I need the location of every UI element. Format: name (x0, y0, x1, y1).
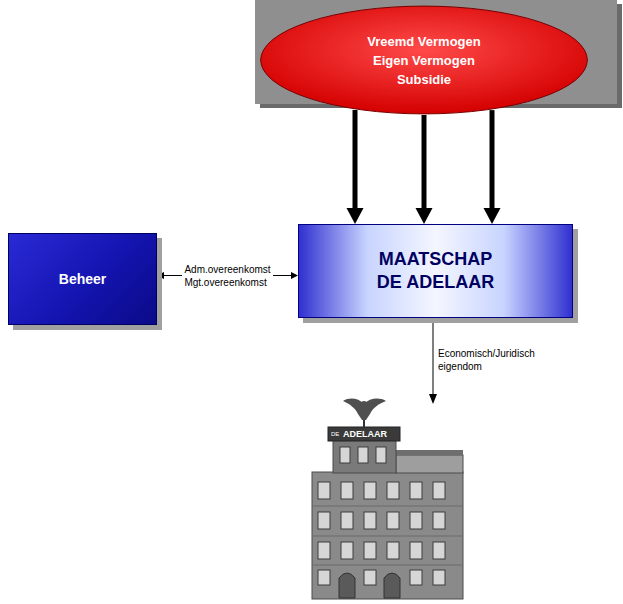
node-text: Vreemd Vermogen (367, 32, 480, 51)
arrowhead (157, 272, 164, 279)
node-text: Beheer (59, 270, 106, 288)
connector (484, 110, 501, 224)
node-text: MAATSCHAP DE ADELAAR (370, 248, 502, 294)
funding-ellipse: Vreemd VermogenEigen VermogenSubsidie (259, 5, 589, 115)
ownership-label: Economisch/Juridisch eigendom (438, 347, 535, 373)
connector (416, 115, 433, 224)
connector-line (353, 110, 358, 210)
sign-text: ADELAAR (343, 428, 387, 440)
connector (347, 110, 364, 224)
connector-line (422, 115, 427, 210)
arrowhead (347, 208, 364, 224)
ownership-arrow (433, 320, 434, 396)
partnership-box: MAATSCHAP DE ADELAAR (298, 224, 573, 318)
management-box: Beheer (8, 233, 157, 325)
ownership-arrowhead (429, 394, 437, 404)
building-illustration (312, 399, 463, 599)
text-group: Beheer (59, 270, 106, 288)
arrowhead (484, 208, 501, 224)
node-text: Subsidie (397, 70, 451, 89)
arrowhead (291, 272, 298, 279)
sign-text: DE (331, 428, 339, 440)
connector-line (490, 110, 495, 210)
text-group: MAATSCHAP DE ADELAAR (370, 248, 502, 294)
edge-label: Adm.overeenkomst Mgt.overeenkomst (182, 263, 272, 289)
node-text: Eigen Vermogen (373, 51, 475, 70)
arrowhead (416, 208, 433, 224)
text-group: Vreemd VermogenEigen VermogenSubsidie (367, 32, 480, 89)
